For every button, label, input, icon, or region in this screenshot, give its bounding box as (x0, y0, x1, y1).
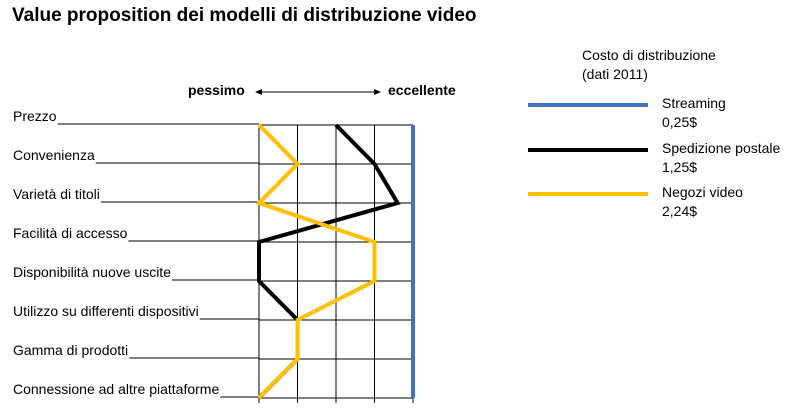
category-label: Prezzo (13, 108, 57, 124)
legend-title-line-1: Costo di distribuzione (582, 47, 716, 63)
legend-item: Spedizione postale 1,25$ (528, 140, 788, 180)
category-label: Disponibilità nuove uscite (13, 264, 171, 280)
scale-arrow-right-head (374, 89, 381, 95)
legend-swatch (528, 148, 648, 152)
series-line (257, 123, 401, 400)
series-lines (255, 123, 415, 400)
category-label: Utilizzo su differenti dispositivi (13, 303, 199, 319)
legend-title: Costo di distribuzione (dati 2011) (582, 46, 716, 84)
category-label: Convenienza (13, 147, 95, 163)
chart-title: Value proposition dei modelli di distrib… (12, 5, 477, 26)
legend-swatch (528, 192, 648, 196)
legend-series-name: Streaming (662, 95, 726, 111)
legend-item: Streaming 0,25$ (528, 95, 788, 135)
scale-arrow-left-head (255, 89, 262, 95)
legend-title-line-2: (dati 2011) (582, 66, 648, 82)
legend-series-name: Spedizione postale (662, 140, 781, 156)
legend-series-cost: 1,25$ (662, 159, 698, 175)
series-line (255, 123, 377, 400)
scale-axis: pessimo eccellente (188, 82, 456, 98)
grid (258, 124, 414, 403)
category-label: Gamma di prodotti (13, 342, 128, 358)
category-label: Varietà di titoli (13, 186, 100, 202)
scale-left-label: pessimo (188, 82, 245, 98)
legend-swatch (528, 103, 648, 107)
legend-series-cost: 0,25$ (662, 114, 698, 130)
category-label: Facilità di accesso (13, 225, 128, 241)
legend-series-cost: 2,24$ (662, 203, 698, 219)
scale-right-label: eccellente (388, 82, 456, 98)
legend-item: Negozi video 2,24$ (528, 184, 788, 224)
category-label: Connessione ad altre piattaforme (13, 381, 219, 397)
legend-series-name: Negozi video (662, 184, 743, 200)
